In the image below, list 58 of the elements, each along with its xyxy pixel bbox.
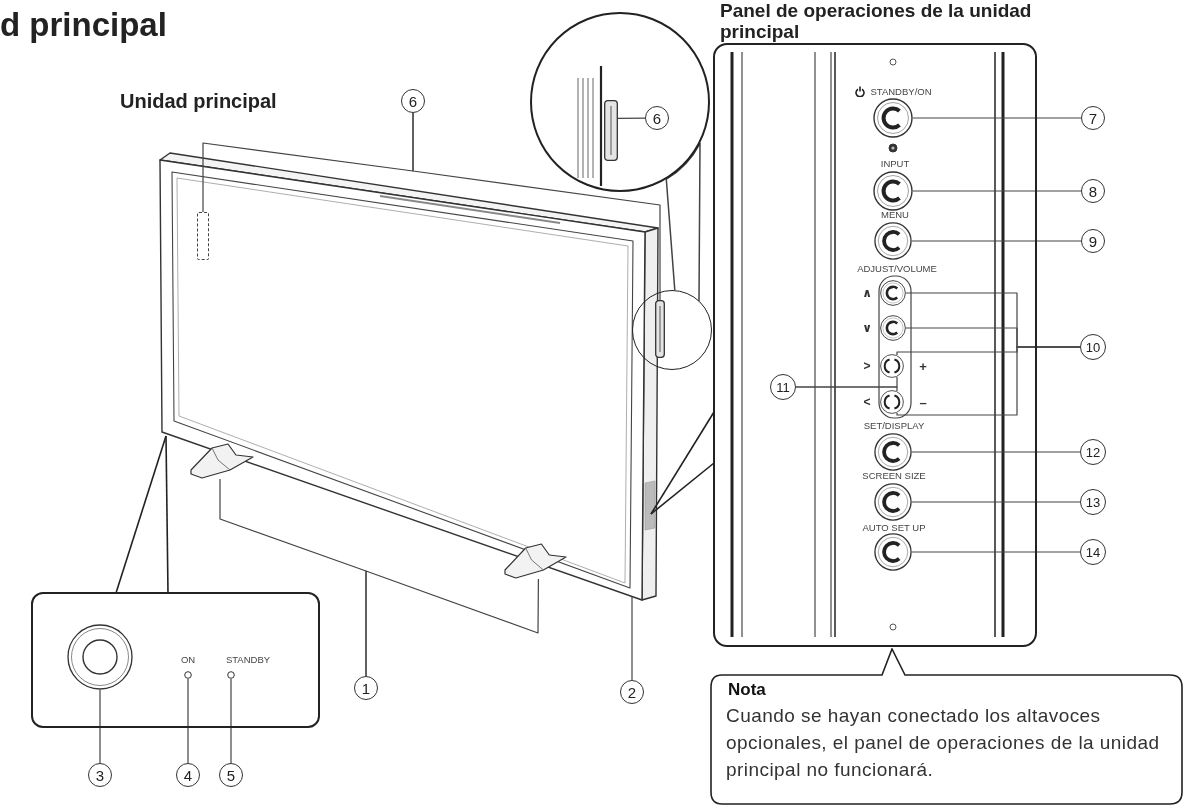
direction-symbol: ∨ bbox=[862, 322, 872, 334]
leader-line bbox=[896, 346, 1081, 416]
button-label: AUTO SET UP bbox=[862, 523, 926, 533]
round-button bbox=[874, 433, 912, 471]
round-button bbox=[880, 354, 904, 378]
magnified-inset-circle bbox=[530, 12, 710, 192]
leader-line bbox=[911, 501, 1081, 503]
carrying-handle bbox=[655, 300, 665, 358]
stand-foot bbox=[504, 543, 567, 579]
power-button bbox=[67, 624, 133, 690]
direction-symbol: ∧ bbox=[862, 287, 872, 299]
inset-panel bbox=[31, 592, 320, 728]
direction-symbol: > bbox=[863, 360, 871, 372]
leader-line bbox=[912, 117, 1082, 119]
note-box bbox=[710, 648, 1183, 805]
round-button bbox=[880, 315, 906, 341]
leader-line bbox=[617, 117, 646, 119]
direction-symbol: < bbox=[863, 396, 871, 408]
round-button bbox=[873, 171, 913, 211]
leader-line bbox=[911, 551, 1081, 553]
round-button bbox=[874, 483, 912, 521]
section-heading: Panel de operaciones de la unidad principal bbox=[720, 0, 1033, 42]
leader-line bbox=[187, 678, 189, 764]
button-label: STANDBY/ON bbox=[870, 87, 932, 97]
button-label: MENU bbox=[881, 210, 909, 220]
magnifier-callout-lines bbox=[665, 142, 701, 302]
round-button bbox=[874, 222, 912, 260]
sign-symbol: + bbox=[919, 359, 927, 373]
leader-line bbox=[631, 596, 633, 681]
button-label: INPUT bbox=[880, 159, 910, 169]
section-heading: Unidad principal bbox=[120, 90, 277, 113]
indicator-led bbox=[184, 671, 192, 679]
round-button bbox=[873, 98, 913, 138]
leader-line bbox=[99, 689, 101, 764]
led-label: ON bbox=[180, 655, 196, 665]
page-heading: d principal bbox=[0, 6, 167, 44]
leader-line bbox=[412, 112, 661, 301]
round-button bbox=[880, 280, 906, 306]
note-heading: Nota bbox=[728, 680, 766, 700]
round-button bbox=[880, 390, 904, 414]
leader-line bbox=[912, 190, 1082, 192]
hidden-handle bbox=[197, 212, 209, 260]
round-button bbox=[874, 533, 912, 571]
leader-line bbox=[365, 570, 539, 677]
indicator-led bbox=[227, 671, 235, 679]
button-label: SCREEN SIZE bbox=[862, 471, 926, 481]
button-label: SET/DISPLAY bbox=[863, 421, 925, 431]
group-label: ADJUST/VOLUME bbox=[857, 264, 937, 274]
sign-symbol: – bbox=[919, 395, 927, 409]
control-panel-inset bbox=[713, 43, 1037, 647]
note-text: Cuando se hayan conectado los altavoces opcionales, el panel de operaciones de la unidad principal no funcionará. bbox=[726, 704, 1161, 782]
led-label: STANDBY bbox=[225, 655, 271, 665]
leader-line bbox=[911, 240, 1082, 242]
leader-line bbox=[230, 678, 232, 764]
leader-line bbox=[795, 386, 898, 392]
carrying-handle bbox=[604, 100, 618, 161]
leader-line bbox=[911, 451, 1081, 453]
stand-foot bbox=[190, 443, 254, 479]
